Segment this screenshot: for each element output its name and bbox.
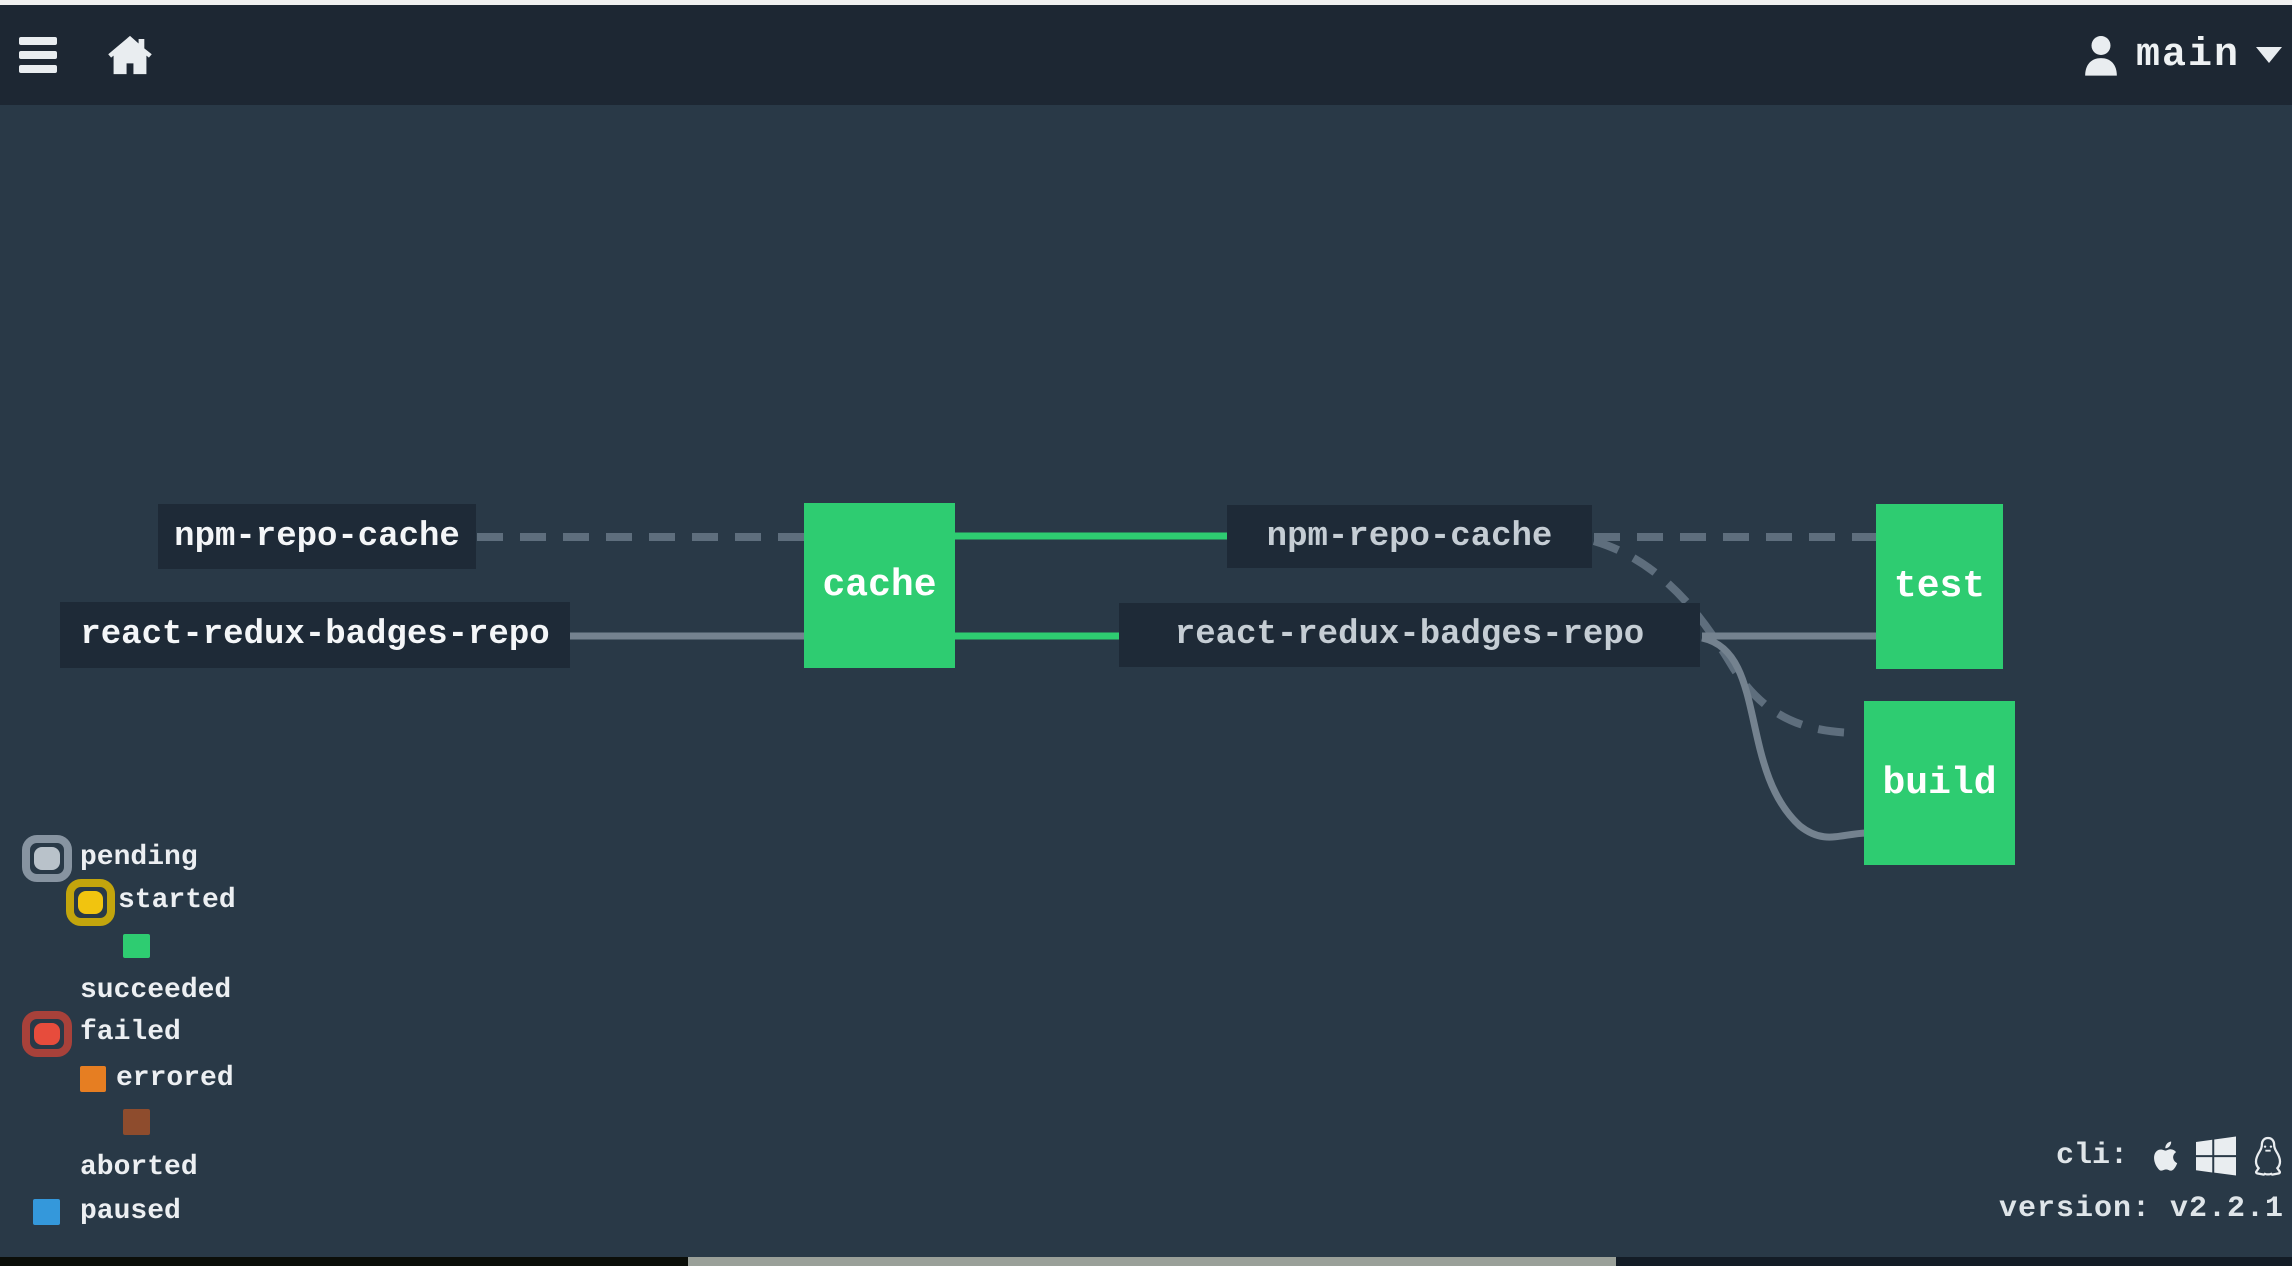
version-text: version: v2.2.1 [1998, 1192, 2284, 1226]
home-icon [108, 35, 152, 75]
hamburger-icon [19, 65, 57, 73]
job-build[interactable]: build [1864, 701, 2015, 865]
home-button[interactable] [107, 34, 153, 76]
legend-label-failed: failed [80, 1017, 181, 1048]
window-bottom-strip [0, 1257, 2292, 1266]
bottom-strip-scrollbar[interactable] [688, 1257, 1616, 1266]
aborted-status-icon [123, 1109, 150, 1135]
bottom-strip-right [1616, 1257, 2292, 1266]
pending-status-icon [22, 835, 72, 882]
windows-icon[interactable] [2196, 1136, 2236, 1176]
hamburger-icon [19, 37, 57, 45]
edge-react-to-build [1701, 634, 1867, 841]
job-cache[interactable]: cache [804, 503, 955, 668]
succeeded-status-icon [123, 934, 150, 958]
bottom-strip-left [0, 1257, 688, 1266]
apple-icon[interactable] [2146, 1136, 2180, 1176]
window-top-strip [0, 0, 2292, 5]
edge-npm-to-build [1592, 537, 1861, 737]
user-icon [2082, 34, 2120, 76]
legend-label-started: started [118, 885, 236, 916]
legend-label-paused: paused [80, 1196, 181, 1227]
legend-label-aborted: aborted [80, 1152, 198, 1183]
menu-button[interactable] [19, 37, 57, 73]
errored-status-icon [80, 1066, 106, 1092]
resource-react-redux-badges-repo-input[interactable]: react-redux-badges-repo [60, 602, 570, 668]
team-name[interactable]: main [2135, 32, 2240, 78]
job-test[interactable]: test [1876, 504, 2003, 669]
top-navigation-bar: main [0, 5, 2292, 105]
paused-status-icon [33, 1199, 60, 1225]
started-status-icon [66, 879, 115, 926]
legend-label-pending: pending [80, 842, 198, 873]
resource-npm-repo-cache-input[interactable]: npm-repo-cache [158, 504, 476, 569]
cli-label: cli: [2055, 1139, 2128, 1173]
team-selector[interactable]: main [2082, 33, 2282, 78]
legend-label-errored: errored [116, 1063, 234, 1094]
failed-status-icon [22, 1011, 72, 1057]
linux-icon[interactable] [2252, 1136, 2284, 1176]
resource-npm-repo-cache-output[interactable]: npm-repo-cache [1227, 505, 1592, 568]
legend-label-succeeded: succeeded [80, 975, 232, 1006]
hamburger-icon [19, 51, 57, 59]
cli-downloads: cli: [2056, 1136, 2284, 1176]
chevron-down-icon[interactable] [2256, 47, 2282, 63]
resource-react-redux-badges-repo-output[interactable]: react-redux-badges-repo [1119, 603, 1700, 667]
